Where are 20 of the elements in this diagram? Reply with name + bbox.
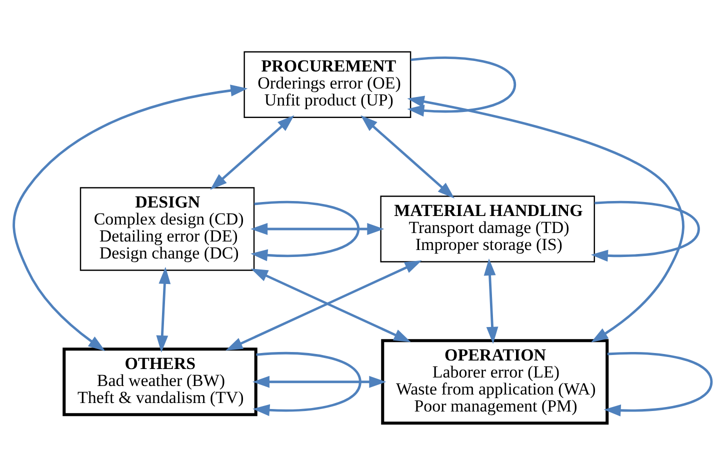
- node-box: DESIGN Complex design (CD) Detailing error (DE) Design change (DC): [80, 187, 255, 271]
- arrow: [604, 352, 713, 416]
- arrow: [250, 268, 411, 342]
- arrow: [252, 376, 386, 388]
- arrow: [156, 266, 171, 352]
- arrow: [484, 258, 498, 344]
- node-box: MATERIAL HANDLING Transport damage (TD) Improper storage (IS): [380, 196, 595, 262]
- arrow: [250, 223, 384, 235]
- node-box: PROCUREMENT Orderings error (OE) Unfit product (UP): [244, 51, 412, 118]
- arrow: [360, 115, 455, 198]
- node-box: OTHERS Bad weather (BW) Theft & vandalism (TV): [62, 348, 258, 416]
- arrow: [226, 260, 422, 351]
- arrow: [590, 200, 700, 262]
- arrow: [252, 352, 362, 416]
- node-box: OPERATION Laborer error (LE) Waste from application (WA) Poor management (PM): [381, 339, 609, 425]
- arrow: [12, 84, 248, 352]
- arrow: [250, 201, 360, 262]
- arrow: [407, 96, 684, 342]
- arrow: [210, 115, 294, 190]
- arrow: [407, 56, 516, 117]
